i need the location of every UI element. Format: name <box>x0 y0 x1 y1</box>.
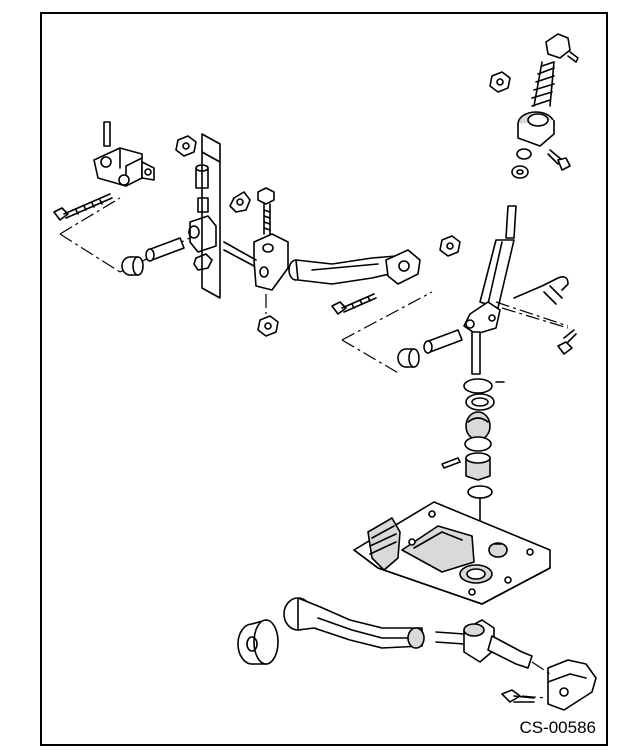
bolt-head <box>53 207 69 221</box>
joint-block <box>189 215 217 253</box>
nut <box>175 135 197 157</box>
lever-assembly <box>341 33 579 383</box>
clevis <box>253 233 289 291</box>
stay-assembly <box>237 597 597 711</box>
nut-lower <box>257 315 279 337</box>
pin-top <box>103 121 111 147</box>
o-ring <box>463 378 493 394</box>
lever-shaft-tip <box>505 205 517 239</box>
knob-bolt-head <box>545 33 571 59</box>
ball <box>465 411 491 441</box>
bracket <box>93 147 143 187</box>
seat <box>465 393 495 411</box>
seal-stack <box>441 378 495 533</box>
stay-rod <box>297 597 423 649</box>
boot <box>367 517 401 571</box>
rod-end <box>385 249 421 285</box>
lever-shaft <box>479 239 515 309</box>
middle-rod-assembly <box>223 187 461 337</box>
nut-upper <box>489 71 511 93</box>
exploded-parts-drawing <box>53 33 597 711</box>
figure-code: CS-00586 <box>519 718 596 737</box>
figure-frame: CS-00586 <box>40 12 608 746</box>
clip <box>513 276 569 299</box>
shift-housing <box>353 501 551 605</box>
dust-plate <box>201 133 221 299</box>
left-bracket-assembly <box>53 121 251 299</box>
end-bracket <box>547 659 597 711</box>
bolt-vertical <box>257 187 275 205</box>
